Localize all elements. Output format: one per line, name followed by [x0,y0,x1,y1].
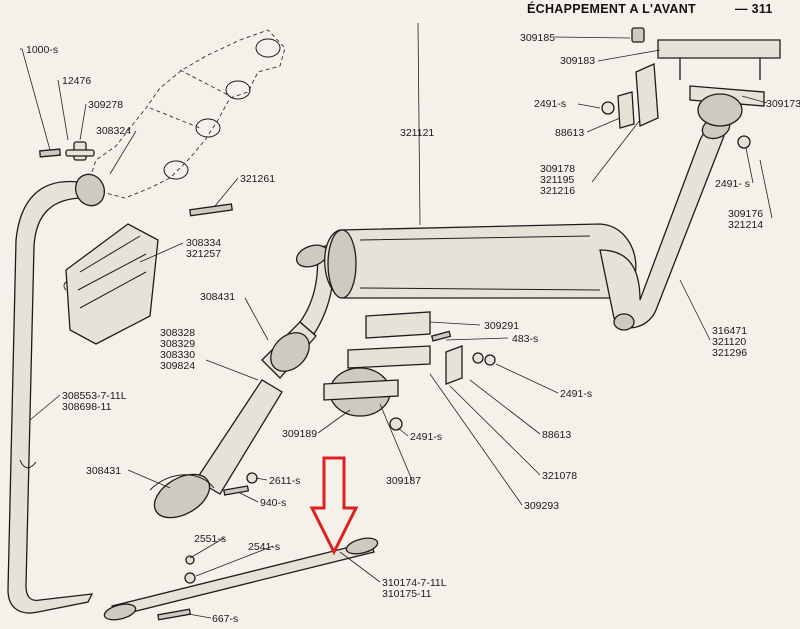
label-308330: 308330 [160,349,195,361]
label-321261: 321261 [240,173,275,185]
label-308328: 308328 [160,327,195,339]
intermediate-pipe [195,243,335,495]
support-rod [103,537,379,621]
label-321257: 321257 [186,248,221,260]
label-310174: 310174-7-11L [382,577,447,589]
label-309183: 309183 [560,55,595,67]
label-309185: 309185 [520,32,555,44]
label-2611-s: 2611-s [269,475,300,487]
label-308324: 308324 [96,125,131,137]
label-321195: 321195 [540,174,574,186]
exhaust-manifold [89,29,286,199]
label-2491-b: 2491- s [715,178,750,190]
silencer [324,223,637,299]
label-321216: 321216 [540,185,575,197]
lower-clamp [149,473,215,519]
label-88613-a: 88613 [555,127,584,139]
page-header-title: ÉCHAPPEMENT A L'AVANT [527,1,696,16]
label-309173: 309173 [766,98,800,110]
label-309178: 309178 [540,163,575,175]
label-308431-a: 308431 [200,291,235,303]
silencer-clamps [323,311,496,431]
leader-lines [20,22,773,619]
label-321296: 321296 [712,347,747,359]
label-667-s: 667-s [212,613,238,625]
label-308431-b: 308431 [86,465,121,477]
label-88613-b: 88613 [542,429,571,441]
red-arrow-annotation [309,456,359,556]
label-1000-s: 1000-s [26,44,58,56]
label-2491-a: 2491-s [534,98,566,110]
label-321214: 321214 [728,219,763,231]
label-309187: 309187 [386,475,421,487]
label-940-s: 940-s [260,497,286,509]
label-308334: 308334 [186,237,221,249]
upper-washers [601,63,659,129]
label-12476: 12476 [62,75,91,87]
label-2491-c: 2491-s [560,388,592,400]
label-310175: 310175-11 [382,588,432,600]
label-321078: 321078 [542,470,577,482]
label-309824: 309824 [160,360,195,372]
rear-hanger-bracket [631,27,781,149]
page-number: — 311 [735,2,773,16]
label-308698: 308698-11 [62,401,112,413]
label-321121: 321121 [400,127,434,139]
manifold-studs [39,141,233,217]
label-309293: 309293 [524,500,559,512]
front-pipe [7,173,106,614]
heat-shield-plate [65,223,159,345]
label-309189: 309189 [282,428,317,440]
part-labels: 309185 309183 309173 2491-s 88613 321121… [26,32,800,625]
label-2551-s: 2551-s [194,533,226,545]
label-308553: 308553-7-11L [62,390,127,402]
label-321120: 321120 [712,336,746,348]
label-308329: 308329 [160,338,195,350]
label-2491-d: 2491-s [410,431,442,443]
lower-bolts [184,472,258,584]
label-483-s: 483-s [512,333,538,345]
label-2541-s: 2541-s [248,541,280,553]
label-309291: 309291 [484,320,519,332]
label-309176: 309176 [728,208,763,220]
label-316471: 316471 [712,325,747,337]
label-309278: 309278 [88,99,123,111]
